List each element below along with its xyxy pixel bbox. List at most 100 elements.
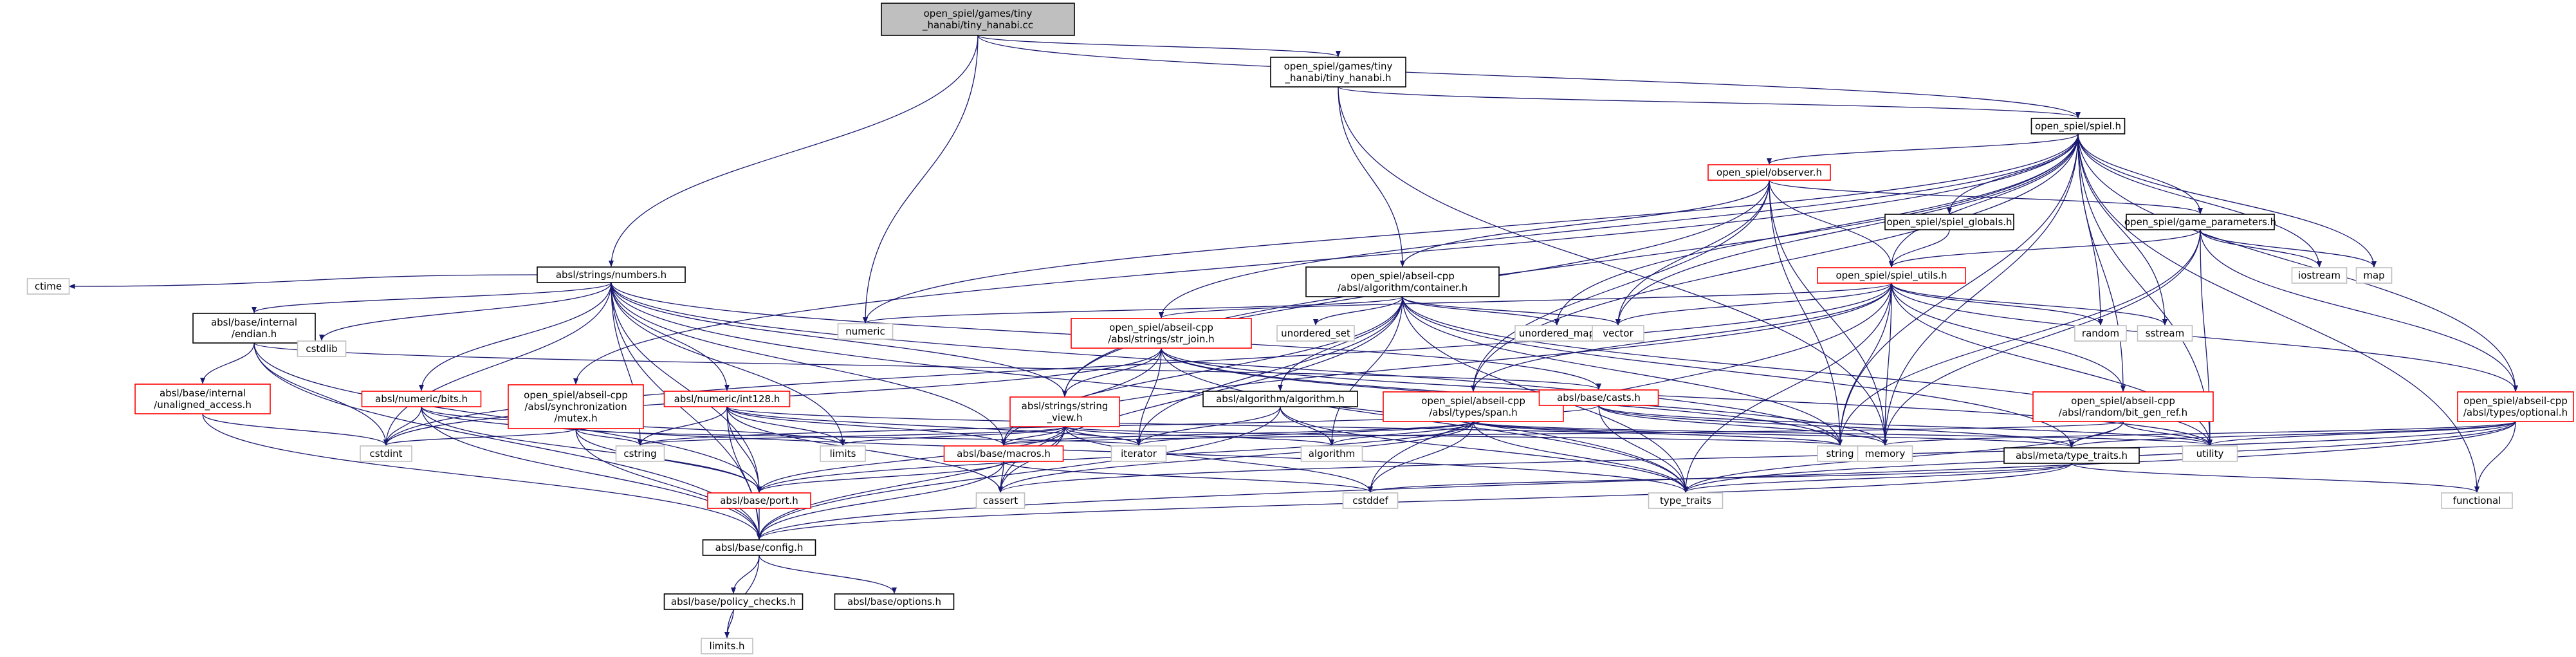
node-container[interactable]: open_spiel/abseil-cpp/absl/algorithm/con… [1305,266,1500,297]
edge-spiel-to-string [1837,133,2079,446]
node-box-type_traits [1648,492,1724,509]
node-policy[interactable]: absl/base/policy_checks.h [663,593,804,610]
node-port[interactable]: absl/base/port.h [707,492,811,509]
node-th[interactable]: open_spiel/games/tiny_hanabi/tiny_hanabi… [1270,57,1406,88]
node-label-limits-0: limits [830,448,856,459]
node-mutex[interactable]: open_spiel/abseil-cpp/absl/synchronizati… [508,384,644,429]
node-map: map [2355,267,2393,284]
edge-mutex-to-cstring [575,428,643,446]
node-box-ctime [26,278,70,295]
edge-spiel-to-strjoin [1159,133,2079,319]
edge-casts-to-type_traits [1598,405,1688,493]
node-observer[interactable]: open_spiel/observer.h [1707,164,1831,181]
node-unaligned[interactable]: absl/base/internal/unaligned_access.h [134,384,271,414]
node-label-port-0: absl/base/port.h [720,495,798,506]
node-box-algorithm [1300,445,1363,462]
edge-bitgen-to-macros [1001,421,2124,446]
edge-gparams-to-string [1837,229,2201,446]
edge-observer-to-vector [1615,180,1770,326]
node-config[interactable]: absl/base/config.h [702,539,816,556]
node-cstdint: cstdint [360,445,412,462]
node-label-unaligned-1: /unaligned_access.h [154,399,252,411]
node-label-optional-1: /absl/types/optional.h [2463,407,2568,418]
edge-spiel-to-globals [1947,133,2079,214]
node-numbers[interactable]: absl/strings/numbers.h [537,266,686,283]
node-box-endian [192,313,316,344]
node-label-bitgen-0: open_spiel/abseil-cpp [2071,395,2175,407]
node-limits_h: limits.h [701,638,753,654]
node-label-macros-0: absl/base/macros.h [957,448,1051,459]
edge-utils-to-random [1891,282,2103,326]
edge-optional-to-config [757,421,2516,540]
node-optional[interactable]: open_spiel/abseil-cpp/absl/types/optiona… [2457,391,2574,422]
node-label-bits-0: absl/numeric/bits.h [375,393,468,405]
node-endian[interactable]: absl/base/internal/endian.h [192,313,316,344]
edge-bits-to-config [421,406,762,540]
node-int128[interactable]: absl/numeric/int128.h [663,391,791,407]
node-utils[interactable]: open_spiel/spiel_utils.h [1817,267,1966,284]
edge-root-to-numeric [863,35,979,324]
edge-container-to-vector [1402,296,1621,326]
node-label-map-0: map [2363,270,2384,281]
node-span[interactable]: open_spiel/abseil-cpp/absl/types/span.h [1383,391,1564,422]
edge-casts-to-typetraits [1598,405,2074,448]
node-label-sstream-0: sstream [2146,328,2184,339]
edge-globals-to-utils [1889,229,1950,268]
edge-spiel-to-vector [1615,133,2079,326]
node-numeric: numeric [837,323,894,340]
node-label-endian-0: absl/base/internal [211,317,297,328]
node-box-root [881,3,1075,36]
node-spiel[interactable]: open_spiel/spiel.h [2030,118,2126,134]
edge-endian-to-cstdint [253,342,389,446]
edge-strjoin-to-strview [1062,347,1162,397]
node-cstdlib: cstdlib [297,340,347,357]
node-random: random [2074,325,2127,342]
node-label-endian-1: /endian.h [232,328,277,340]
edge-numbers-to-cstdlib [319,282,612,341]
edge-typetraits-to-config [757,463,2072,540]
edge-spiel-to-memory [1882,133,2079,446]
node-label-typetraits-0: absl/meta/type_traits.h [2016,450,2128,462]
node-box-string [1817,445,1863,462]
node-gparams[interactable]: open_spiel/game_parameters.h [2124,214,2276,230]
node-macros[interactable]: absl/base/macros.h [943,445,1064,462]
node-box-port [707,492,811,509]
node-label-gparams-0: open_spiel/game_parameters.h [2124,216,2276,228]
node-label-string-0: string [1826,448,1854,459]
node-box-mutex [508,384,644,429]
node-bits[interactable]: absl/numeric/bits.h [361,391,482,407]
node-strview[interactable]: absl/strings/string_view.h [1009,396,1120,427]
node-cstddef: cstddef [1342,492,1399,509]
edge-spiel-to-mutex [573,133,2079,385]
edge-utils-to-optional [1891,282,2518,392]
node-label-root-0: open_spiel/games/tiny [924,8,1033,20]
node-sstream: sstream [2137,325,2193,342]
node-label-container-1: /absl/algorithm/container.h [1338,282,1467,293]
edge-spiel-to-gparams [2077,133,2203,214]
node-strjoin[interactable]: open_spiel/abseil-cpp/absl/strings/str_j… [1071,318,1252,349]
node-typetraits[interactable]: absl/meta/type_traits.h [2003,447,2140,464]
node-box-th [1270,57,1406,88]
node-root[interactable]: open_spiel/games/tiny_hanabi/tiny_hanabi… [881,3,1075,36]
edge-span-to-cstddef [1368,421,1474,493]
node-casts[interactable]: absl/base/casts.h [1538,389,1659,406]
node-globals[interactable]: open_spiel/spiel_globals.h [1884,214,2014,230]
node-algo[interactable]: absl/algorithm/algorithm.h [1202,391,1358,407]
node-options[interactable]: absl/base/options.h [834,593,955,610]
edge-strview-to-algorithm [1064,426,1334,446]
node-algorithm: algorithm [1300,445,1363,462]
node-label-cstdint-0: cstdint [369,448,402,459]
node-label-numbers-0: absl/strings/numbers.h [556,269,667,281]
node-bitgen[interactable]: open_spiel/abseil-cpp/absl/random/bit_ge… [2032,391,2214,422]
node-label-cstdlib-0: cstdlib [306,343,337,355]
edge-root-to-th [977,35,1341,57]
edge-gparams-to-iostream [2200,229,2322,268]
edge-algo-to-config [757,406,1281,540]
edge-int128-to-config [726,406,762,540]
node-label-unordered_map-0: unordered_map [1519,328,1595,340]
node-label-utility-0: utility [2196,448,2224,459]
edge-casts-to-utility [1598,405,2213,446]
node-label-functional-0: functional [2453,495,2501,506]
edge-root-to-spiel [977,35,2081,118]
node-string: string [1817,445,1863,462]
